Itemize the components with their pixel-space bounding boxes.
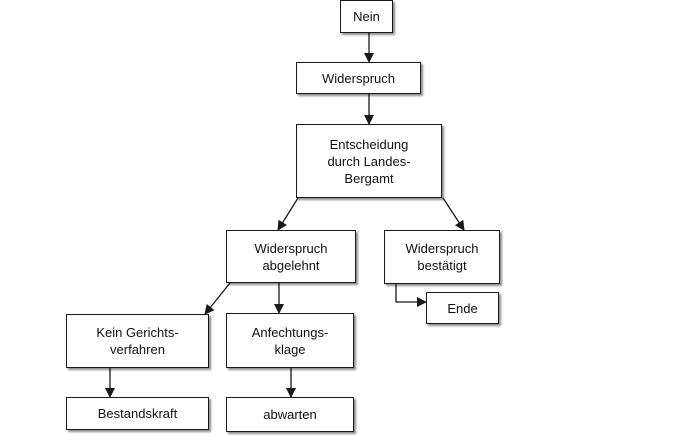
- edge-bestaetigt-ende: [395, 284, 427, 307]
- node-abwarten-label: abwarten: [263, 407, 317, 422]
- edge-entscheidung-bestaetigt: [442, 197, 465, 231]
- node-abwarten: abwarten: [226, 397, 354, 432]
- node-widerspruch: Widerspruch: [296, 62, 421, 94]
- node-kein-gerichtsverfahren: Kein Gerichts- verfahren: [66, 314, 209, 368]
- node-entscheidung: Entscheidung durch Landes- Bergamt: [296, 124, 442, 198]
- node-ende-label: Ende: [447, 300, 478, 316]
- node-anfechtungsklage-label: Anfechtungs- klage: [251, 324, 329, 357]
- edge-entscheidung-abgelehnt: [277, 197, 299, 231]
- node-ende: Ende: [426, 292, 499, 324]
- node-nein-label: Nein: [353, 9, 380, 24]
- node-widerspruch-bestaetigt: Widerspruch bestätigt: [384, 230, 500, 284]
- node-kein-gerichtsverfahren-label: Kein Gerichts- verfahren: [96, 325, 179, 357]
- node-widerspruch-abgelehnt: Widerspruch abgelehnt: [226, 230, 356, 283]
- node-widerspruch-label: Widerspruch: [322, 70, 395, 86]
- node-anfechtungsklage: Anfechtungs- klage: [226, 313, 354, 368]
- edge-abgelehnt-kein-gerichtsverfahren: [204, 282, 231, 315]
- node-bestandskraft: Bestandskraft: [66, 397, 209, 430]
- node-entscheidung-label: Entscheidung durch Landes- Bergamt: [327, 136, 411, 186]
- node-widerspruch-abgelehnt-label: Widerspruch abgelehnt: [254, 240, 328, 273]
- node-widerspruch-bestaetigt-label: Widerspruch bestätigt: [405, 241, 479, 273]
- node-bestandskraft-label: Bestandskraft: [97, 406, 178, 421]
- node-nein: Nein: [340, 0, 393, 33]
